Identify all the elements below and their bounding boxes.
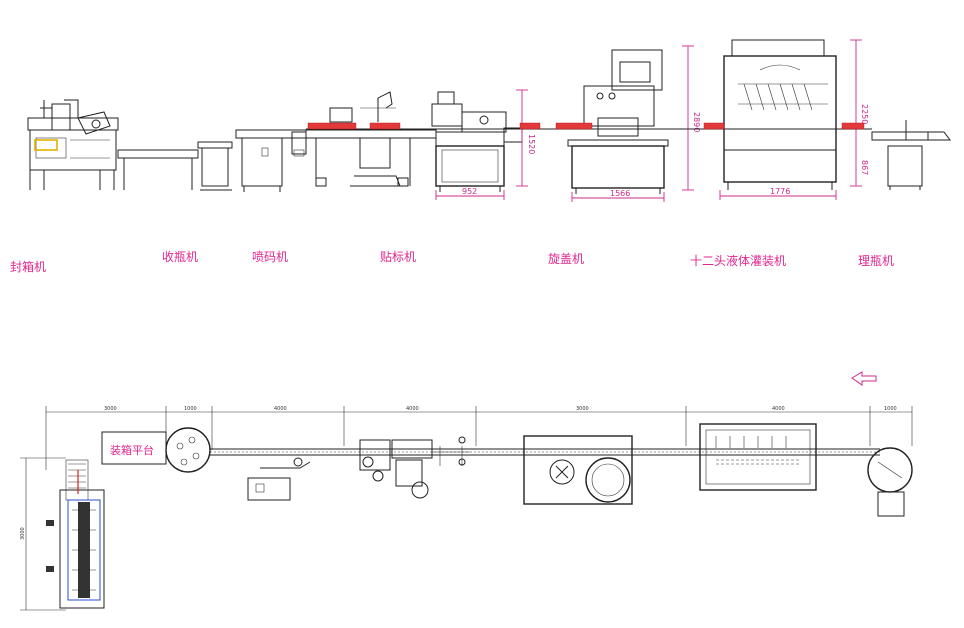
collecting-table-plan [165, 427, 211, 473]
capper-width-dim: 1566 [610, 189, 630, 198]
label-labeling-machine: 贴标机 [380, 250, 417, 264]
label-packing-platform: 装箱平台 [110, 444, 154, 457]
bottle-row [307, 122, 865, 130]
label-capping-machine: 旋盖机 [548, 252, 585, 266]
unscrambler-plan [867, 447, 913, 517]
vertical-dim: 3000 [20, 527, 26, 540]
labeler-width-dim: 952 [462, 187, 477, 196]
label-filling-machine: 十二头液体灌装机 [690, 254, 787, 268]
filling-machine-drawing: 1776 2250 867 [719, 39, 869, 200]
seg-dim-3: 4000 [274, 406, 287, 412]
labeling-machine-drawing: 952 1520 [431, 89, 536, 200]
inkjet-printer-drawing [235, 129, 307, 192]
arrow-left-outline-icon [851, 371, 877, 386]
label-unscrambler: 理瓶机 [858, 254, 895, 268]
labeler-height-dim: 1520 [527, 134, 536, 154]
seg-dim-7: 1000 [884, 406, 897, 412]
seg-dim-1: 3000 [104, 406, 117, 412]
plan-vertical-dimension: 3000 [20, 457, 66, 611]
filler-height-dim: 2250 [860, 104, 869, 124]
seg-dim-5: 3000 [576, 406, 589, 412]
carton-sealer-plan [46, 459, 105, 609]
collecting-table-drawing [117, 141, 233, 191]
filler-table-height-dim: 867 [860, 160, 869, 175]
filling-machine-plan [699, 423, 817, 491]
labeling-conveyor-drawing [305, 91, 437, 187]
labeling-machine-plan [359, 436, 470, 499]
unscrambler-drawing [871, 120, 951, 190]
plan-dimension-line: 3000 1000 4000 4000 3000 4000 1000 [45, 406, 913, 470]
seg-dim-4: 4000 [406, 406, 419, 412]
seg-dim-6: 4000 [772, 406, 785, 412]
filler-width-dim: 1776 [770, 187, 790, 196]
plan-conveyor [210, 448, 880, 456]
inkjet-printer-plan [247, 457, 311, 501]
capping-machine-drawing: 1566 2890 [567, 45, 701, 202]
seg-dim-2: 1000 [184, 406, 197, 412]
capping-machine-plan [523, 435, 633, 505]
carton-sealer-drawing [27, 99, 119, 190]
capper-height-dim: 2890 [692, 112, 701, 132]
label-carton-sealer: 封箱机 [10, 260, 47, 274]
label-inkjet-printer: 喷码机 [252, 250, 289, 264]
label-collecting-table: 收瓶机 [162, 250, 199, 264]
